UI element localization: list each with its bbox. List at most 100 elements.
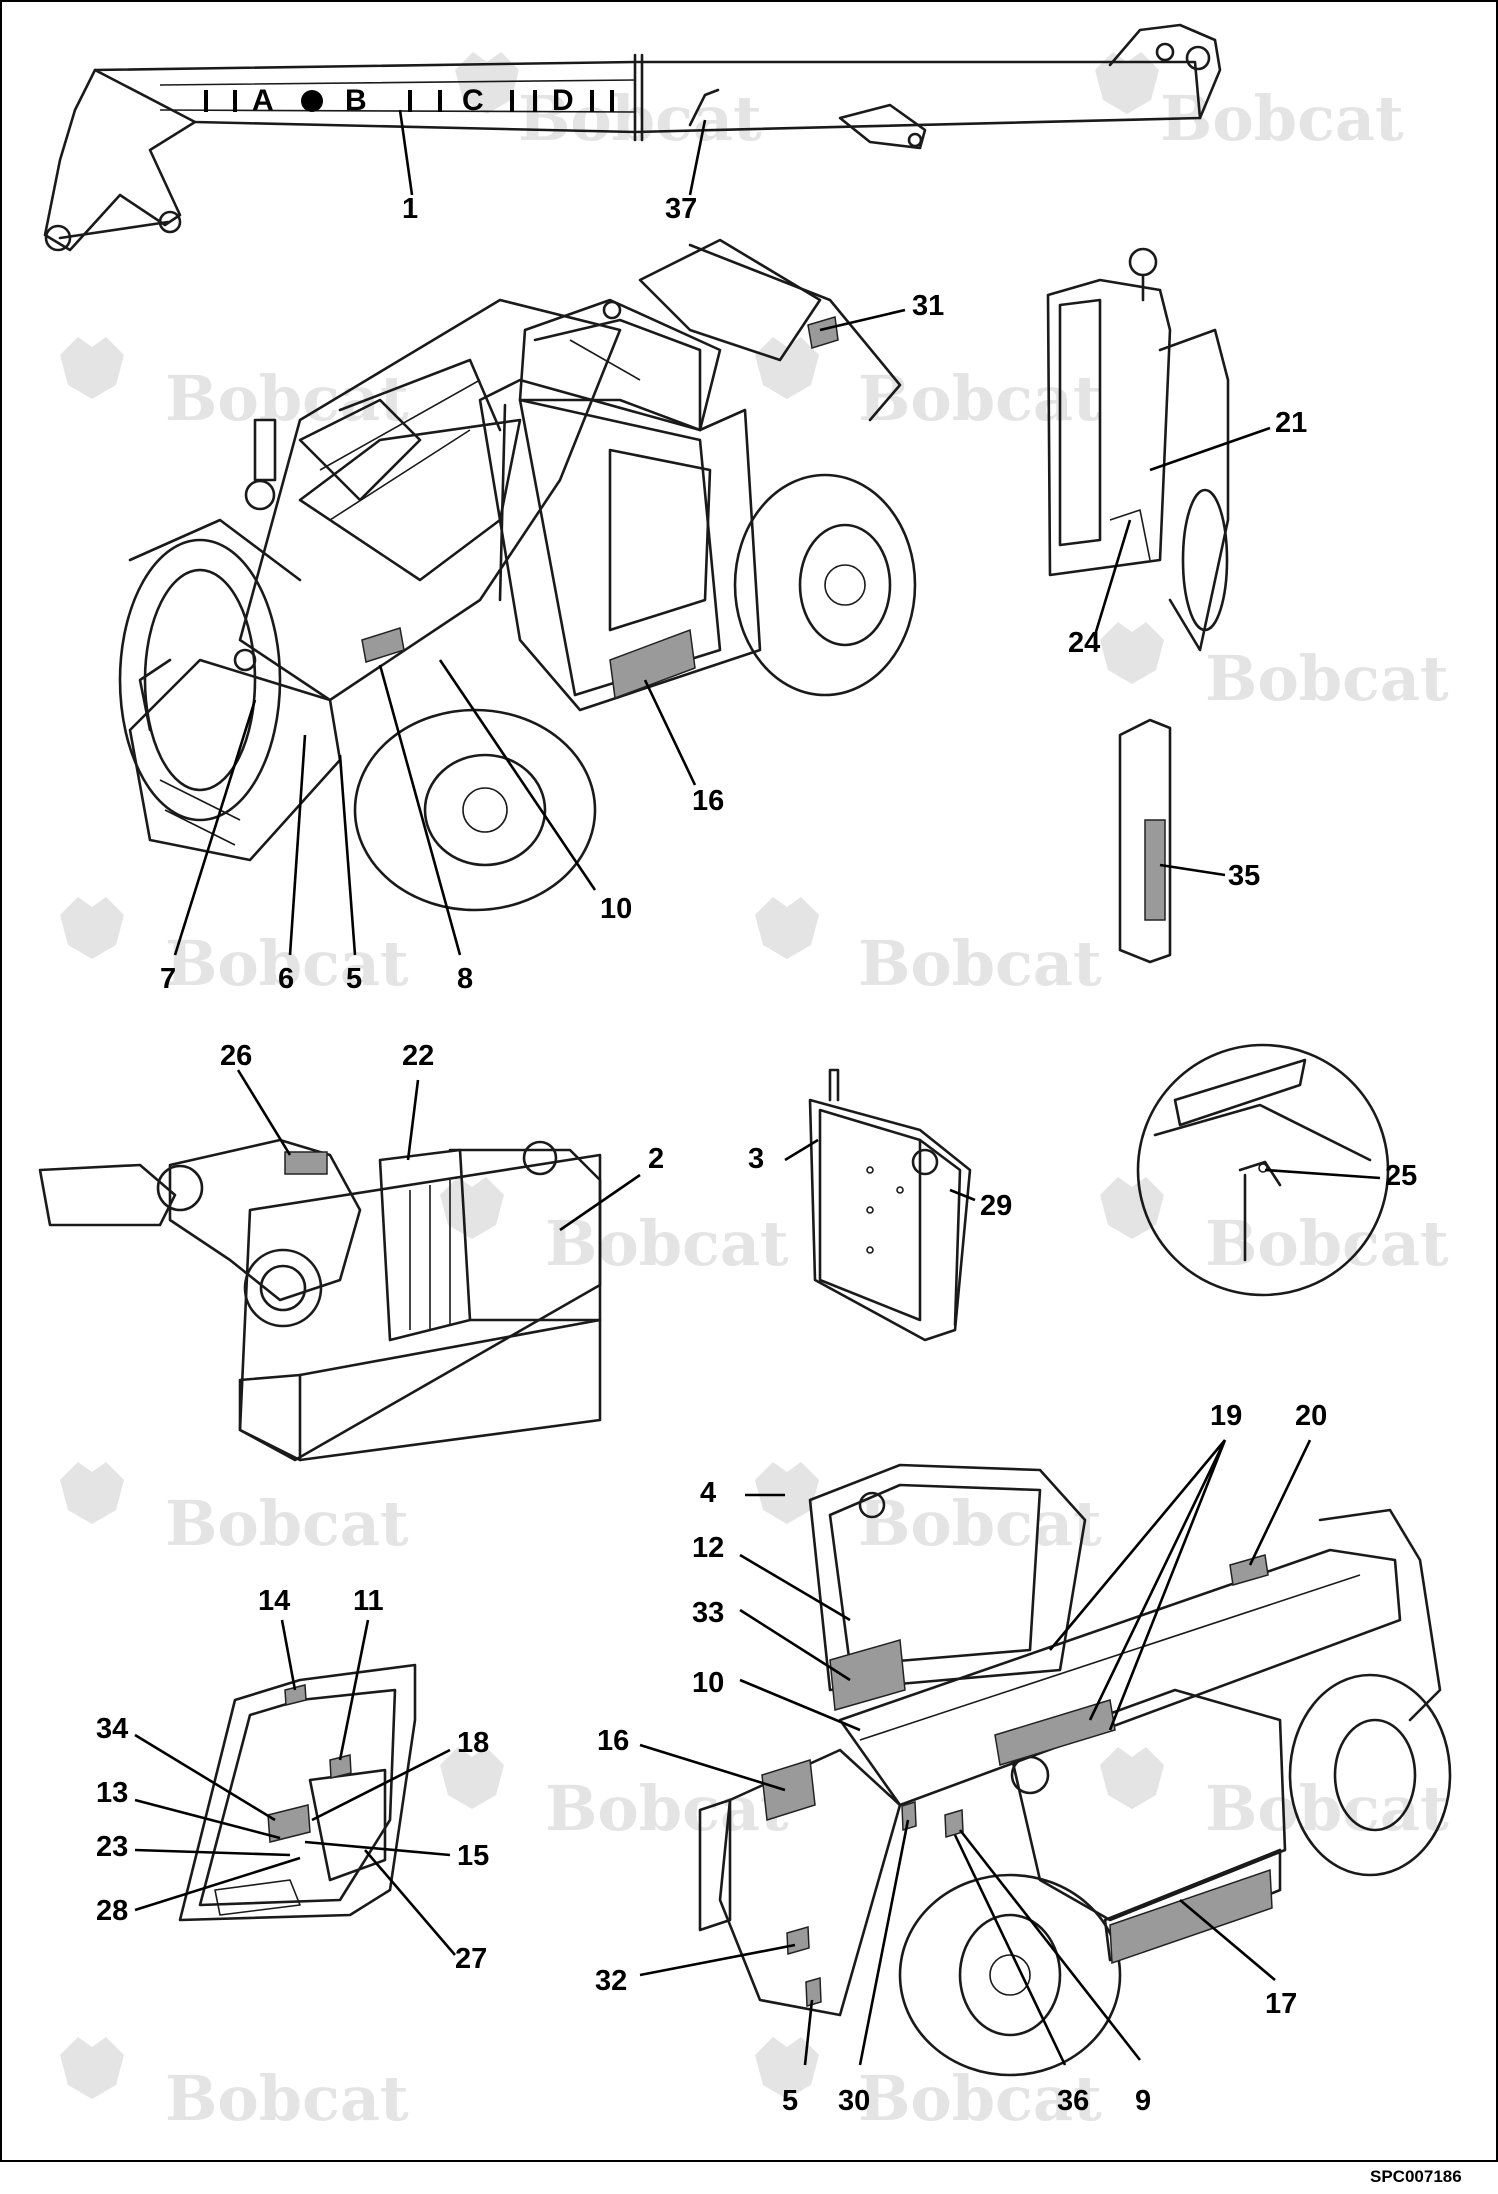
callout-27: 27	[455, 1943, 487, 1975]
decal-32	[786, 1926, 810, 1955]
callout-31: 31	[912, 290, 944, 322]
svg-text:Bobcat: Bobcat	[165, 1487, 409, 1560]
callout-28: 28	[96, 1895, 128, 1927]
decal-35	[1144, 819, 1166, 921]
watermark-13: Bobcat	[1100, 1747, 1449, 1845]
callout-18: 18	[457, 1727, 489, 1759]
svg-text:Bobcat: Bobcat	[858, 927, 1102, 1000]
boom-view: A B C D	[43, 23, 1222, 252]
boom-letter-c: C	[462, 84, 484, 117]
bobcat-logo-icon	[440, 1747, 504, 1809]
boom-decal-strip: A B C D	[204, 84, 614, 117]
bobcat-logo-icon	[60, 1462, 124, 1524]
callout-25: 25	[1385, 1160, 1417, 1192]
decal-33	[829, 1639, 906, 1711]
bobcat-logo-icon	[755, 2037, 819, 2099]
bobcat-logo-icon	[755, 1462, 819, 1524]
callout-3: 3	[748, 1143, 764, 1175]
callout-30: 30	[838, 2085, 870, 2117]
bobcat-logo-icon	[755, 337, 819, 399]
bobcat-logo-icon	[455, 52, 519, 114]
decal-8-main	[361, 627, 405, 663]
leader-lines	[134, 109, 1381, 2066]
callout-16-bottom: 16	[597, 1725, 629, 1757]
svg-text:Bobcat: Bobcat	[858, 1487, 1102, 1560]
callout-16-top: 16	[692, 785, 724, 817]
callout-15: 15	[457, 1840, 489, 1872]
svg-text:Bobcat: Bobcat	[1205, 1772, 1449, 1845]
watermark-4: Bobcat	[755, 337, 1102, 435]
callout-14: 14	[258, 1585, 290, 1617]
decal-20	[1229, 1554, 1269, 1586]
cab-interior-view	[178, 1663, 417, 1922]
callout-labels: 1 37 31 21 24 35 16 10 8 5 6 7 26 22 2 3…	[96, 193, 1417, 2117]
decal-36	[944, 1809, 964, 1838]
watermark-5: Bobcat	[1100, 622, 1449, 715]
decal-17	[1109, 1868, 1273, 1965]
bobcat-logo-icon	[60, 897, 124, 959]
callout-21: 21	[1275, 407, 1307, 439]
callout-19: 19	[1210, 1400, 1242, 1432]
machine-left-view	[118, 238, 917, 912]
bobcat-logo-icon	[1100, 622, 1164, 684]
svg-text:Bobcat: Bobcat	[1205, 1207, 1449, 1280]
bobcat-logo-icon	[60, 337, 124, 399]
bobcat-logo-icon	[60, 2037, 124, 2099]
callout-10-top: 10	[600, 893, 632, 925]
callout-35: 35	[1228, 860, 1260, 892]
svg-text:Bobcat: Bobcat	[518, 82, 762, 155]
watermark-15: Bobcat	[755, 2037, 1102, 2135]
callout-4: 4	[700, 1477, 716, 1509]
callout-11: 11	[353, 1585, 384, 1617]
decal-19	[994, 1699, 1116, 1766]
detail-circle-view	[1136, 1043, 1390, 1297]
svg-text:Bobcat: Bobcat	[545, 1207, 789, 1280]
callout-33: 33	[692, 1597, 724, 1629]
callout-7: 7	[160, 963, 176, 995]
decal-34	[267, 1804, 311, 1843]
decal-16-right	[761, 1759, 816, 1821]
boom-letter-a: A	[252, 84, 274, 117]
decal-14	[284, 1684, 307, 1706]
callout-2: 2	[648, 1143, 664, 1175]
bobcat-logo-icon	[1100, 1747, 1164, 1809]
bobcat-logo-icon	[1100, 1177, 1164, 1239]
boom-letter-d: D	[552, 84, 574, 117]
watermark-14: Bobcat	[60, 2037, 409, 2135]
engine-bay-view	[38, 1138, 602, 1462]
watermark-2: Bobcat	[1095, 52, 1404, 155]
callout-24: 24	[1068, 627, 1100, 659]
cab-door-view	[1046, 247, 1230, 652]
boom-letter-b: B	[345, 84, 367, 117]
callout-1: 1	[402, 193, 418, 225]
decal-11	[329, 1754, 352, 1779]
watermark-10: Bobcat	[60, 1462, 409, 1560]
guard-strip-view	[1118, 718, 1172, 964]
callout-20: 20	[1295, 1400, 1327, 1432]
svg-text:Bobcat: Bobcat	[165, 927, 409, 1000]
tank-view	[808, 1068, 972, 1342]
svg-text:Bobcat: Bobcat	[1205, 642, 1449, 715]
callout-10-bottom: 10	[692, 1667, 724, 1699]
drawing-reference: SPC007186	[1370, 2167, 1462, 2186]
callout-23: 23	[96, 1831, 128, 1863]
callout-13: 13	[96, 1777, 128, 1809]
callout-12: 12	[692, 1532, 724, 1564]
callout-5-bottom: 5	[782, 2085, 798, 2117]
callout-34: 34	[96, 1713, 128, 1745]
bobcat-logo-icon	[755, 897, 819, 959]
callout-37: 37	[665, 193, 697, 225]
watermark-8: Bobcat	[440, 1177, 789, 1280]
callout-29: 29	[980, 1190, 1012, 1222]
decal-31-main	[807, 316, 839, 349]
decal-30	[901, 1800, 917, 1832]
decal-26	[284, 1151, 328, 1175]
bobcat-logo-icon	[1095, 52, 1159, 114]
watermark-11: Bobcat	[755, 1462, 1102, 1560]
decal-5-right	[805, 1977, 822, 2007]
callout-5-top: 5	[346, 963, 362, 995]
callout-6: 6	[278, 963, 294, 995]
